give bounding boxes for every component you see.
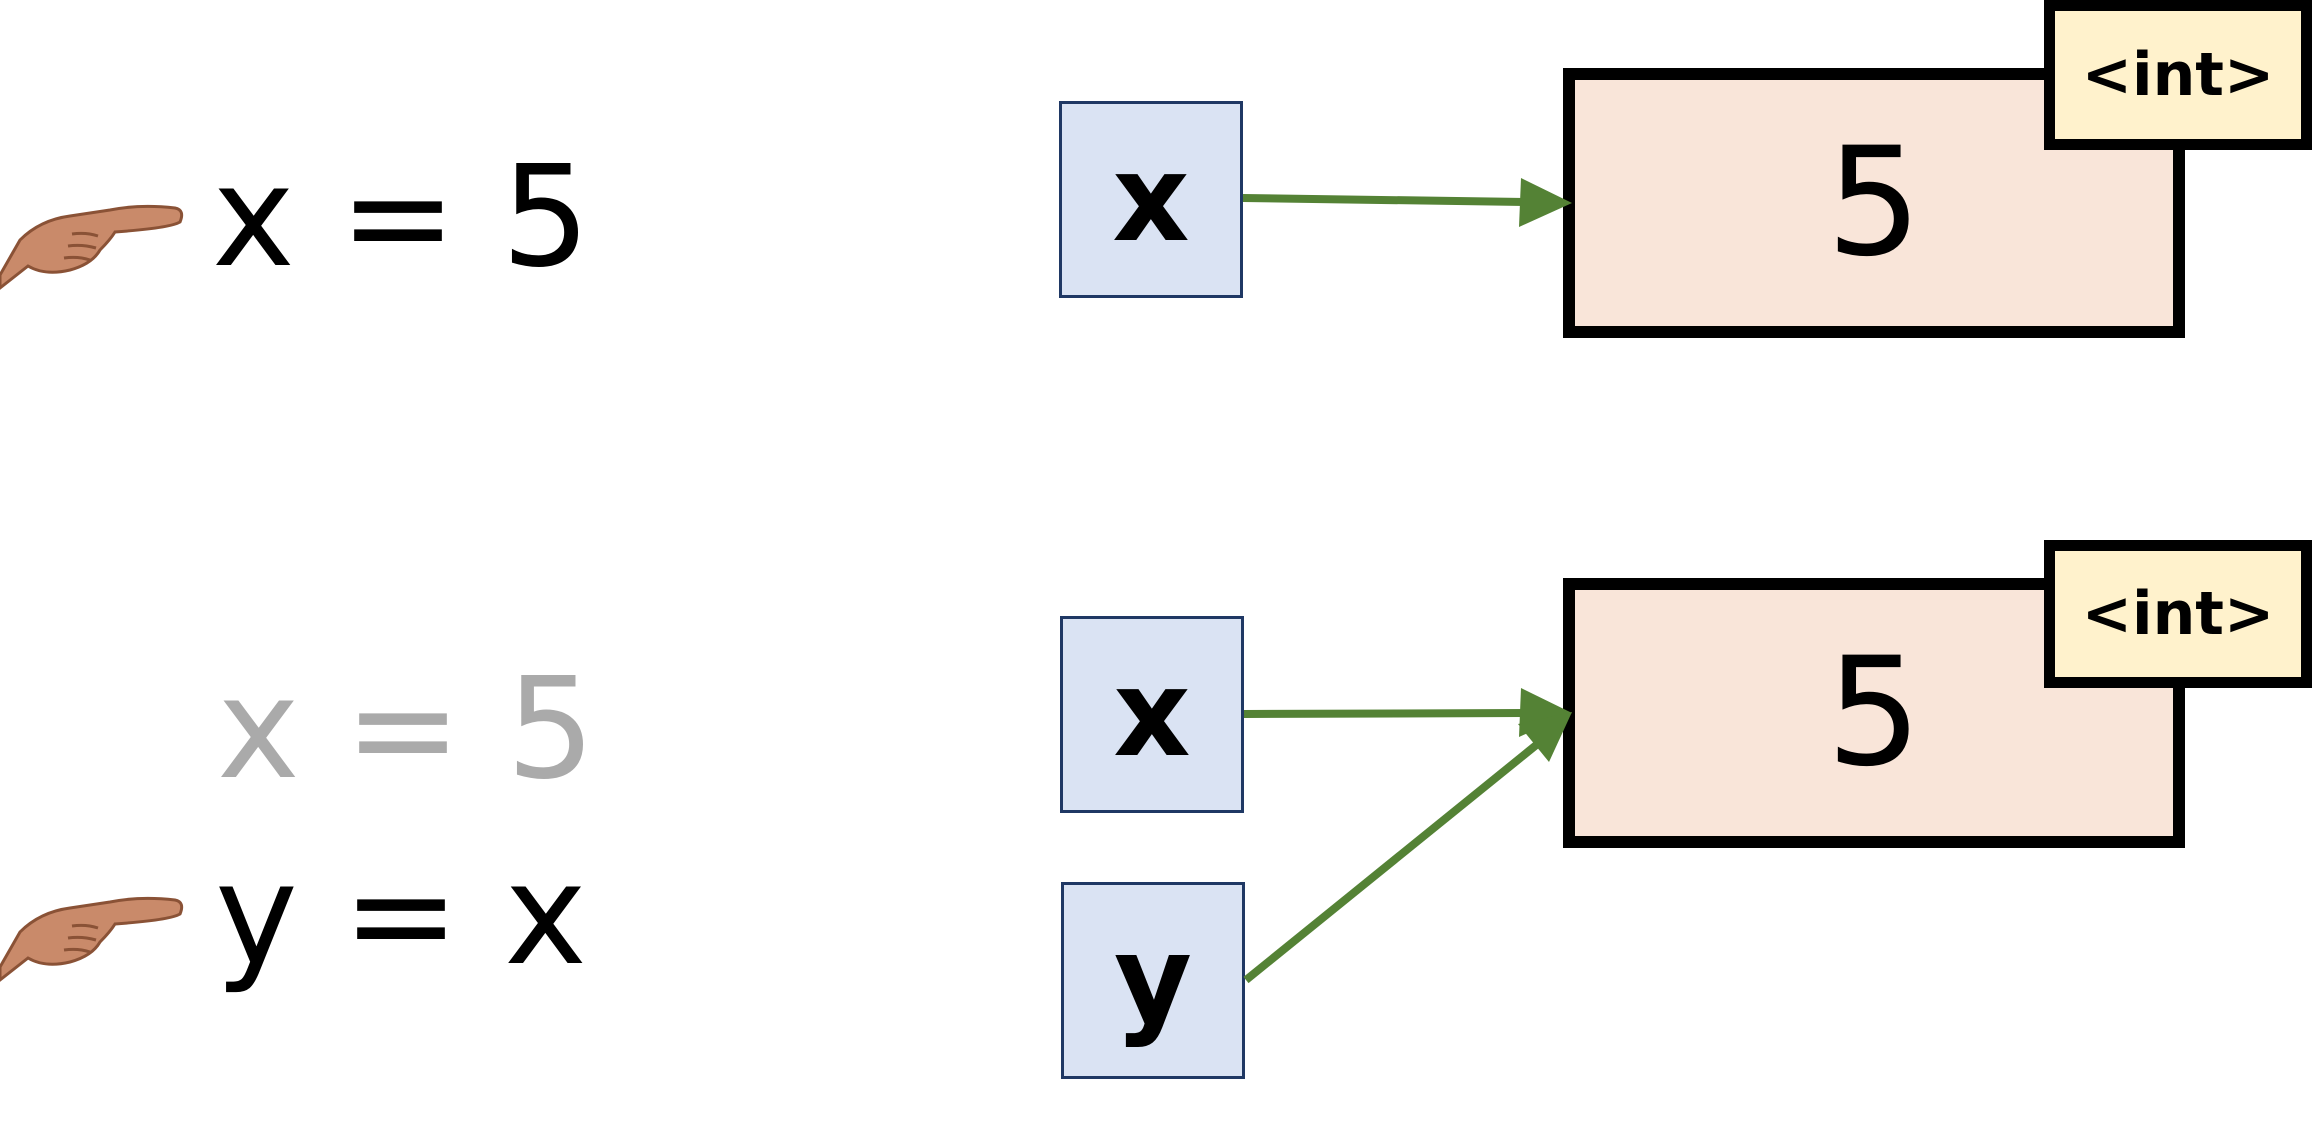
- variable-box-y: y: [1061, 882, 1245, 1079]
- variable-box-x: x: [1059, 101, 1243, 298]
- reference-arrow-y: [1243, 712, 1572, 984]
- code-line-assign-x: x = 5: [212, 136, 591, 299]
- type-tag: <int>: [2044, 0, 2312, 150]
- code-line-assign-y: y = x: [215, 834, 588, 997]
- reference-arrow-x: [1243, 688, 1572, 737]
- variable-box-x: x: [1060, 616, 1244, 813]
- variable-name-x: x: [1112, 129, 1190, 269]
- type-tag-label: <int>: [2081, 579, 2275, 649]
- variable-name-x: x: [1113, 644, 1191, 784]
- object-value: 5: [1826, 116, 1922, 290]
- pointing-hand-icon: [0, 896, 184, 982]
- type-tag: <int>: [2044, 540, 2312, 688]
- type-tag-label: <int>: [2081, 40, 2275, 110]
- code-line-previous-assign-x: x = 5: [217, 648, 596, 811]
- variable-name-y: y: [1113, 910, 1193, 1050]
- object-value: 5: [1826, 626, 1922, 800]
- pointing-hand-icon: [0, 204, 184, 290]
